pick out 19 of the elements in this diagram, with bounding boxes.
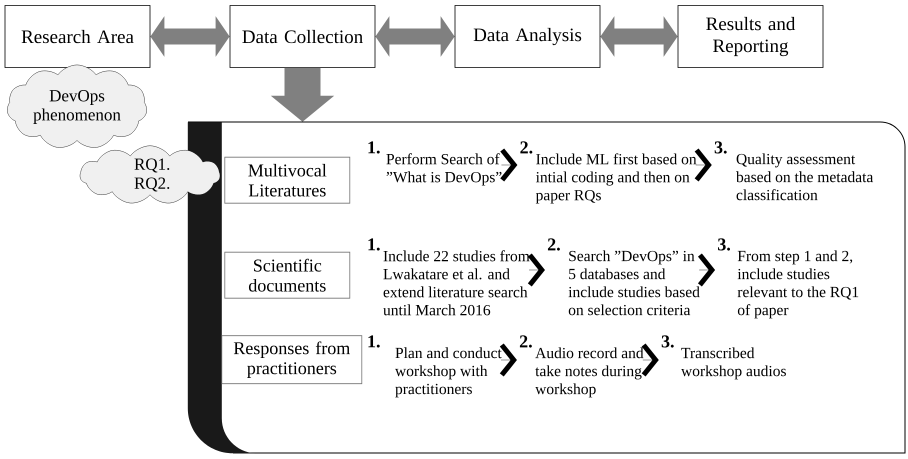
cloud: DevOps phenomenon (7, 64, 147, 148)
stage-box: Data Collection (230, 5, 376, 68)
numbered-step: 1. Plan and conduct workshop with practitioners (368, 335, 502, 398)
stage-box: Data Analysis (454, 5, 600, 68)
numbered-step: 2. Include ML first based on intial coding and then on paper RQs (520, 141, 696, 204)
numbered-step: 2. Audio record and take notes during workshop (520, 335, 644, 398)
cloud: RQ1. RQ2. (80, 146, 220, 204)
source-box: Scientific documents (224, 252, 350, 299)
source-box: Responses from practitioners (221, 335, 362, 384)
numbered-step: 3. From step 1 and 2, include studies relevant to the RQ1 of paper (718, 238, 858, 318)
numbered-step: 1. Include 22 studies from Lwakatare et al. and extend literature search until March 2016 (368, 238, 530, 316)
stage-box: Results and Reporting (678, 5, 824, 68)
panel-frame (188, 122, 906, 454)
numbered-step: 1. Perform Search of ”What is DevOps” (368, 141, 502, 186)
source-box: Multivocal Literatures (224, 156, 350, 204)
numbered-step: 3. Quality assessment based on the metadata classification (714, 141, 874, 200)
numbered-step: 2. Search ”DevOps” in 5 databases and include studies based on selection criteria (548, 238, 700, 316)
numbered-step: 3. Transcribed workshop audios (662, 335, 786, 380)
stage-box: Research Area (4, 5, 150, 68)
